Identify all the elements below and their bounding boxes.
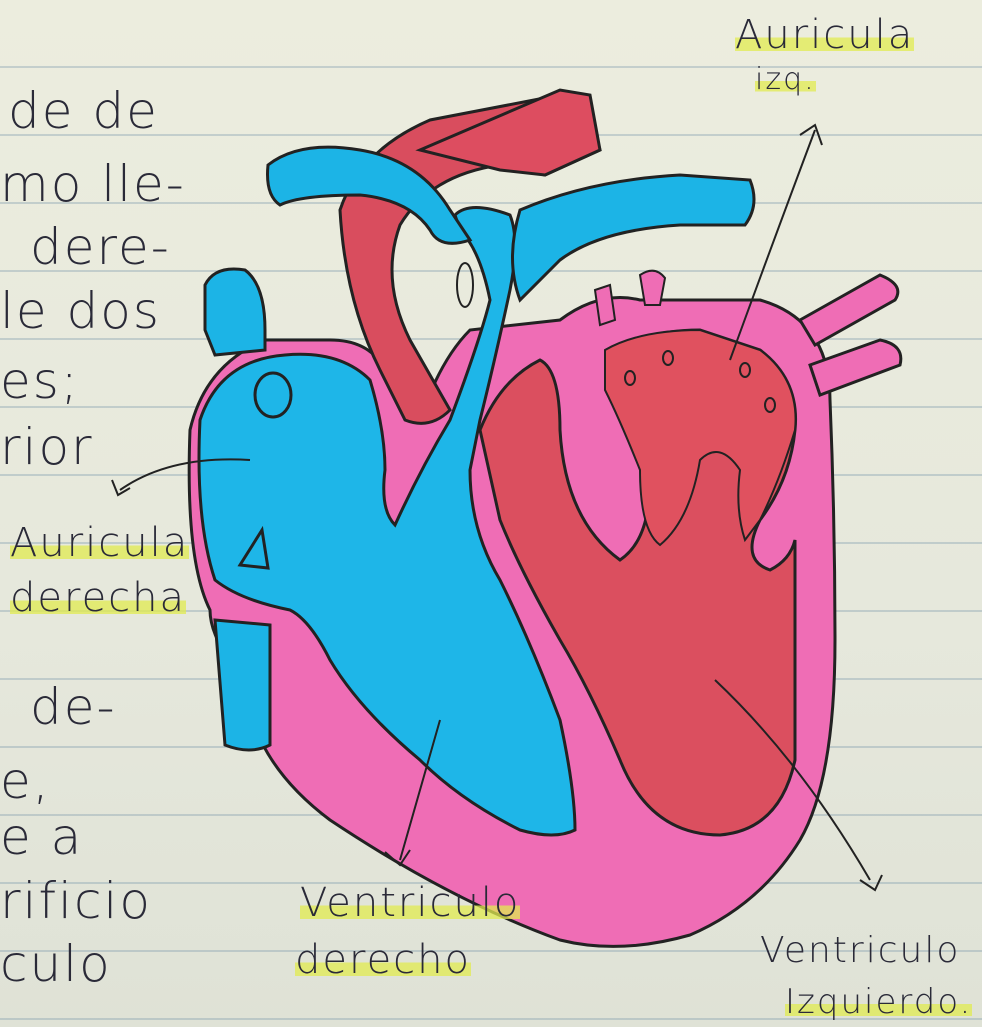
margin-text-line: de-	[30, 678, 117, 736]
small-vessel-2	[638, 269, 667, 306]
label-ventriculo-izquierdo: Ventriculo	[760, 930, 961, 971]
valve-opening	[456, 262, 474, 308]
pulmonary-artery-right	[511, 173, 756, 303]
margin-text-line: rificio	[0, 872, 152, 930]
pulmonary-vein-2	[808, 338, 903, 397]
margin-text-line: culo	[0, 935, 112, 993]
vena-cava-lower	[213, 618, 272, 752]
margin-text-line: mo lle-	[0, 155, 186, 213]
margin-text-line: e a	[0, 808, 84, 866]
valve-opening	[624, 370, 636, 386]
valve-opening	[739, 362, 751, 378]
small-vessel-1	[593, 283, 617, 327]
margin-text-line: dere-	[30, 218, 171, 276]
valve-opening	[764, 397, 776, 413]
label-auricula-derecha: Auricula	[10, 520, 190, 566]
pointer-line-ventriculo-der	[384, 719, 441, 867]
margin-text-line: e,	[0, 752, 51, 810]
pulmonary-vein-1	[797, 273, 900, 348]
margin-text-line: rior	[0, 418, 94, 476]
margin-text-line: de de	[8, 82, 159, 140]
left-atrium	[604, 328, 797, 547]
label-ventriculo-derecho: Ventriculo	[300, 880, 521, 926]
label-auricula-derecha-line2: derecha	[10, 575, 187, 621]
margin-text-line: le dos	[0, 282, 161, 340]
valve-opening	[662, 350, 674, 366]
pointer-line-auricula-izq	[729, 123, 823, 361]
label-auricula-izquierda-line2: izq.	[755, 62, 816, 97]
margin-text-line: es;	[0, 352, 80, 410]
pointer-line-ventriculo-izq	[714, 679, 883, 892]
label-ventriculo-izquierdo-line2: Izquierdo.	[785, 982, 973, 1022]
vena-cava	[203, 267, 267, 357]
right-atrium-ventricle	[197, 206, 577, 837]
label-ventriculo-derecho-line2: derecho	[295, 937, 471, 983]
pulmonary-artery-left	[266, 145, 473, 245]
valve-opening	[237, 525, 270, 570]
label-auricula-izquierda: Auricula	[735, 12, 915, 58]
pointer-line-auricula-der	[111, 458, 251, 497]
aorta-top	[415, 88, 602, 177]
valve-opening	[253, 371, 293, 419]
